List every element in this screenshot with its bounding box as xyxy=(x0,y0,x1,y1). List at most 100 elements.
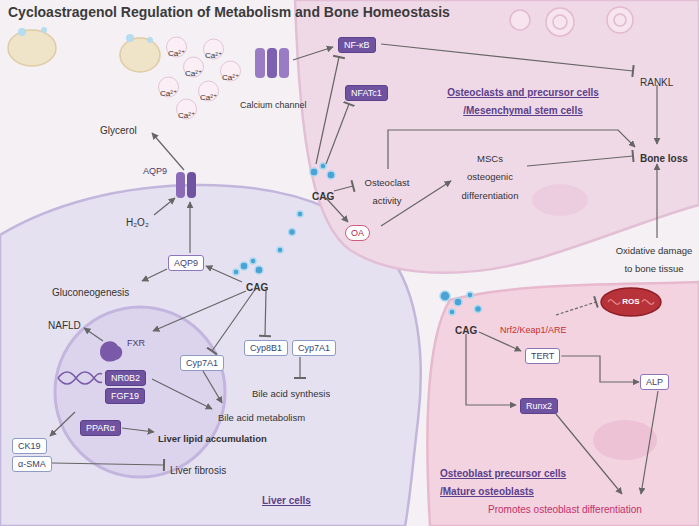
annotation-label: Ca²⁺ xyxy=(205,51,222,60)
annotation-label: Ca²⁺ xyxy=(178,111,195,120)
annotation-label-holder: Bile acid metabolism xyxy=(218,407,305,425)
vesicle-part xyxy=(546,8,574,36)
annotation-label-holder: Ca²⁺ xyxy=(185,62,202,80)
osteoblast-cell-membrane xyxy=(427,282,699,526)
annotation-label-holder: Nrf2/Keap1/ARE xyxy=(500,319,567,337)
cag-molecule-part xyxy=(475,306,482,313)
annotation-label-holder: CAG xyxy=(246,277,268,295)
annotation-label-holder: AQP9 xyxy=(143,160,167,178)
fxr-receptor-part xyxy=(100,341,122,361)
osteoblast-cell: Osteoblast precursor cells /Mature osteo… xyxy=(425,280,699,526)
annotation-label-holder: Ca²⁺ xyxy=(178,104,195,122)
ros-text: ROS xyxy=(600,287,662,317)
annotation-label: Ca²⁺ xyxy=(185,69,202,78)
cell-label: Liver cells xyxy=(262,495,311,506)
factor-box: NFATc1 xyxy=(345,85,388,101)
annotation-label: Ca²⁺ xyxy=(168,49,185,58)
metabolite-oval: OA xyxy=(345,225,370,241)
calcium-channel-part xyxy=(255,48,265,78)
liver-nucleus-part xyxy=(55,307,225,477)
cell-label: Osteoblast precursor cells /Mature osteo… xyxy=(440,468,566,497)
dna-helix-part xyxy=(58,372,102,384)
aqp9-channel-part xyxy=(187,172,196,198)
annotation-label-holder: MSCs osteogenic differentiation xyxy=(455,148,525,203)
vesicle-part xyxy=(510,10,530,30)
cag-molecule-part xyxy=(250,258,256,264)
liver-nucleus xyxy=(55,307,225,477)
annotation-label-holder: FXR xyxy=(127,332,145,350)
annotation-label-holder: Ca²⁺ xyxy=(205,44,222,62)
annotation-label: Calcium channel xyxy=(240,100,307,110)
dna-helix xyxy=(58,372,102,384)
activation-arrow-part xyxy=(152,133,184,170)
vesicle-part xyxy=(614,14,626,26)
annotation-label-holder: Oxidative damage to bone tissue xyxy=(612,240,696,277)
gene-box-text: PPARα xyxy=(86,422,115,434)
protein-box: ALP xyxy=(640,374,669,390)
inhibition-line-part xyxy=(299,357,300,378)
mitochondrion: ROS xyxy=(600,287,662,317)
factor-box: NF-κB xyxy=(338,37,376,53)
annotation-label: Bile acid synthesis xyxy=(252,388,330,399)
activation-arrow-part xyxy=(656,85,657,144)
cag-molecule-part xyxy=(255,266,263,274)
factor-box-text: NFATc1 xyxy=(351,87,382,99)
enzyme-box-text: Cyp7A1 xyxy=(298,342,330,354)
cag-molecule-part xyxy=(240,262,248,270)
mitochondrion-body xyxy=(601,288,661,316)
annotation-label: AQP9 xyxy=(143,166,167,176)
fat-droplet-part xyxy=(18,28,26,36)
protein-box: TERT xyxy=(525,348,560,364)
annotation-label-holder: Ca²⁺ xyxy=(222,66,239,84)
protein-box-text: AQP9 xyxy=(174,257,198,269)
marker-box: CK19 xyxy=(12,438,47,454)
cag-molecule-part xyxy=(454,298,462,306)
annotation-label: Ca²⁺ xyxy=(200,93,217,102)
factor-box: Runx2 xyxy=(520,398,558,414)
factor-box-text: Runx2 xyxy=(526,400,552,412)
cag-molecule-part xyxy=(233,269,239,275)
calcium-ion-part xyxy=(204,39,224,59)
liver-cell-membrane xyxy=(0,185,421,526)
calcium-ion-part xyxy=(221,61,241,81)
annotation-label: Osteoclast activity xyxy=(365,177,410,206)
protein-box-text: ALP xyxy=(646,376,663,388)
marker-box: α-SMA xyxy=(12,456,52,472)
activation-arrow-part xyxy=(152,379,212,409)
gene-box: NR0B2 xyxy=(105,370,146,386)
activation-arrow-part xyxy=(189,202,190,253)
gene-box: FGF19 xyxy=(105,388,145,404)
marker-box-text: CK19 xyxy=(18,440,41,452)
annotation-label-holder: Gluconeogenesis xyxy=(52,282,129,300)
annotation-label: Liver fibrosis xyxy=(170,465,226,476)
annotation-label-holder: Ca²⁺ xyxy=(168,42,185,60)
annotation-label: RANKL xyxy=(640,77,673,88)
cag-molecule-part xyxy=(449,309,455,315)
annotation-label: Gluconeogenesis xyxy=(52,287,129,298)
calcium-ion-part xyxy=(184,57,204,77)
calcium-ion-part xyxy=(199,81,219,101)
cell-label: Osteoclasts and precursor cells /Mesench… xyxy=(447,87,599,116)
annotation-label: Oxidative damage to bone tissue xyxy=(616,245,693,274)
annotation-label-holder: Liver lipid accumulation xyxy=(158,428,267,446)
annotation-label-holder: CAG xyxy=(312,186,334,204)
cell-label-holder: Liver cells xyxy=(262,490,311,508)
calcium-channel xyxy=(255,48,289,78)
osteoclast-cell: Osteoclasts and precursor cells /Mesench… xyxy=(295,0,699,285)
annotation-label: CAG xyxy=(312,191,334,202)
protein-box: AQP9 xyxy=(168,255,204,271)
annotation-label-holder: Liver fibrosis xyxy=(170,460,226,478)
enzyme-box: Cyp7A1 xyxy=(292,340,336,356)
enzyme-box: Cyp7A1 xyxy=(180,355,224,371)
diagram-title: Cycloastragenol Regulation of Metabolism… xyxy=(8,4,450,20)
fat-droplet-part xyxy=(8,30,56,66)
protein-box-text: TERT xyxy=(531,350,554,362)
annotation-label-holder: NAFLD xyxy=(48,315,81,333)
activation-arrow-part xyxy=(84,328,103,341)
annotation-label: Bile acid metabolism xyxy=(218,412,305,423)
fat-droplet-part xyxy=(147,37,153,43)
